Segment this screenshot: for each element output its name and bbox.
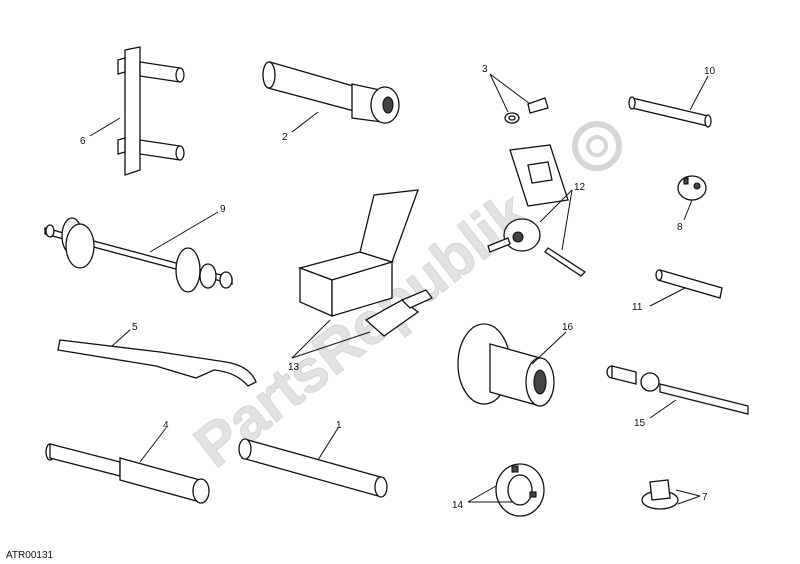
part-1-cylinder-bar <box>238 438 388 498</box>
watermark: PartsRepublik <box>182 121 623 480</box>
part-7-fitting <box>641 479 679 510</box>
part-4-stepped-tool <box>45 443 210 504</box>
part-9-axle-tool <box>44 217 233 293</box>
callout-12: 12 <box>574 182 586 193</box>
callout-8: 8 <box>677 222 683 233</box>
part-10-pin <box>628 96 712 128</box>
callout-7: 7 <box>702 492 708 503</box>
part-14-split-collar <box>495 463 545 517</box>
part-8-nut <box>677 175 707 201</box>
callout-4: 4 <box>163 420 169 431</box>
callout-13: 13 <box>288 362 300 373</box>
part-5-spanner <box>57 339 257 387</box>
part-13-case-and-tool <box>297 189 434 337</box>
part-6-pin-bracket <box>117 46 185 176</box>
callout-15: 15 <box>634 418 646 429</box>
callout-5: 5 <box>132 322 138 333</box>
part-11-rod <box>655 269 723 299</box>
callout-16: 16 <box>562 322 574 333</box>
callout-14: 14 <box>452 500 464 511</box>
part-16-flanged-bush <box>457 323 555 407</box>
callout-6: 6 <box>80 136 86 147</box>
callout-1: 1 <box>336 420 342 431</box>
callout-11: 11 <box>632 302 643 313</box>
gear-icon <box>572 121 623 172</box>
diagram-code: ATR00131 <box>6 550 54 561</box>
callout-2: 2 <box>282 132 288 143</box>
callout-10: 10 <box>704 66 716 77</box>
part-15-rod-with-fittings <box>606 365 749 415</box>
part-2-stepped-shaft <box>262 61 400 124</box>
callout-9: 9 <box>220 204 226 215</box>
part-3-rings <box>504 97 549 124</box>
part-12-plate-set <box>487 144 587 277</box>
callout-3: 3 <box>482 64 488 75</box>
